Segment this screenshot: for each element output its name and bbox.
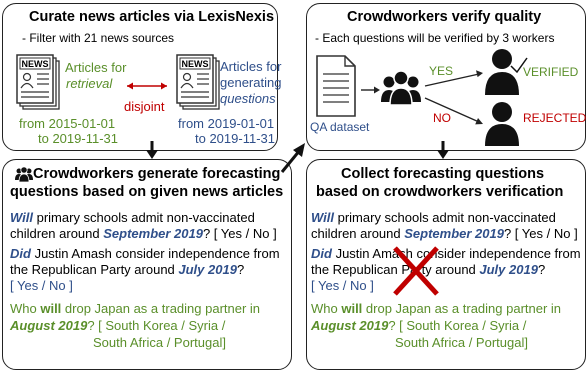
retrieval-to: to 2019-11-31 [38,131,118,146]
question-1-line2: children around September 2019? [ Yes / … [311,226,578,241]
question-2: Did Justin Amash consider independence f… [10,246,280,261]
question-3: Who will drop Japan as a trading partner… [311,301,562,316]
verified-user-icon [485,49,529,95]
retrieval-line1: Articles for [65,60,127,75]
curate-subtitle: - Filter with 21 news sources [22,31,175,45]
generating-line1: Articles for [220,59,282,74]
collect-panel: Collect forecasting questions based on c… [306,159,586,370]
newspaper-icon: NEWS [127,54,220,110]
retrieval-line2: retrieval [66,76,113,91]
question-3-line2: August 2019? [ South Korea / Syria / [10,318,226,333]
generate-title-line1: Crowdworkers generate forecasting [33,166,281,182]
verify-title: Crowdworkers verify quality [347,9,542,25]
question-3-line2: August 2019? [ South Korea / Syria / [311,318,527,333]
no-label: NO [433,111,451,125]
generate-panel: Crowdworkers generate forecasting questi… [2,159,292,370]
question-3: Who will drop Japan as a trading partner… [10,301,261,316]
qa-dataset-label: QA dataset [310,120,370,134]
question-3-line3: South Africa / Portugal] [93,335,226,350]
yes-label: YES [429,64,454,78]
disjoint-label: disjoint [124,99,165,114]
question-2-options: [ Yes / No ] [10,278,73,293]
document-icon [316,55,356,117]
rejected-cross-icon [393,246,439,296]
news-badge-left: NEWS [22,59,49,69]
generating-line2: generating [220,75,282,90]
generating-to: to 2019-11-31 [195,131,275,146]
question-2-options: [ Yes / No ] [311,278,374,293]
generating-from: from 2019-01-01 [178,116,275,131]
rejected-label: REJECTED [523,111,586,125]
question-3-line3: South Africa / Portugal] [395,335,528,350]
verify-subtitle: - Each questions will be verified by 3 w… [315,31,555,45]
verify-panel: Crowdworkers verify quality - Each quest… [306,3,586,151]
curate-panel: Curate news articles via LexisNexis - Fi… [2,3,282,151]
question-1: Will primary schools admit non-vaccinate… [311,210,556,225]
newspaper-icon: NEWS [16,54,60,110]
generate-title-line2: questions based on given news articles [10,184,284,200]
collect-title-line2: based on crowdworkers verification [316,184,564,200]
question-1: Will primary schools admit non-vaccinate… [10,210,255,225]
verified-label: VERIFIED [523,65,579,79]
rejected-user-icon [485,102,519,146]
question-2-line2: the Republican Party around July 2019? [10,262,245,277]
group-icon [15,166,33,182]
retrieval-from: from 2015-01-01 [19,116,116,131]
group-icon [381,70,421,106]
verify-diagram [316,49,529,146]
collect-title-line1: Collect forecasting questions [341,166,545,182]
question-2-line2: the Republican Party around July 2019? [311,262,546,277]
question-1-line2: children around September 2019? [ Yes / … [10,226,277,241]
curate-title: Curate news articles via LexisNexis [29,9,275,25]
generating-line3: questions [220,91,276,106]
news-badge-right: NEWS [182,59,209,69]
